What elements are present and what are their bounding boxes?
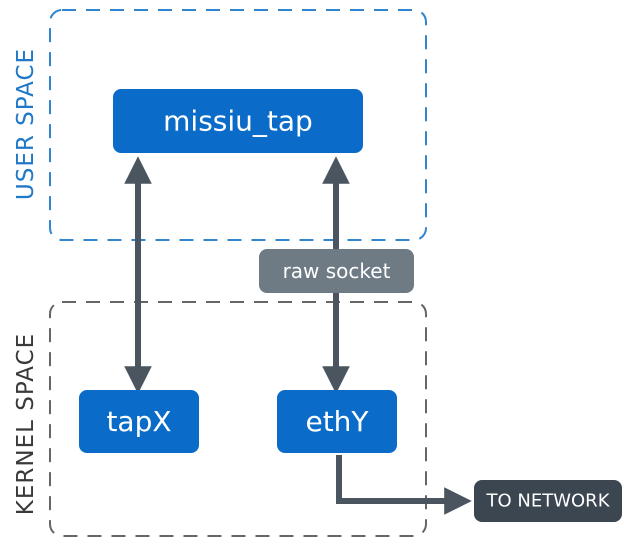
tapx-label: tapX [106,405,171,438]
arrow-ethy-to-network [336,455,472,515]
missiu-tap-node[interactable]: missiu_tap [113,89,363,153]
tapx-node[interactable]: tapX [79,390,199,453]
raw-socket-label: raw socket [283,259,391,283]
to-network-label: TO NETWORK [486,491,611,512]
to-network-node: TO NETWORK [474,480,622,522]
user-space-region [49,9,427,241]
missiu-tap-label: missiu_tap [163,105,313,138]
user-space-label: USER SPACE [13,48,39,200]
raw-socket-label-box: raw socket [259,249,414,293]
ethy-node[interactable]: ethY [277,390,397,453]
kernel-space-region [49,301,427,537]
kernel-space-label: KERNEL SPACE [13,333,39,515]
ethy-label: ethY [305,405,369,438]
